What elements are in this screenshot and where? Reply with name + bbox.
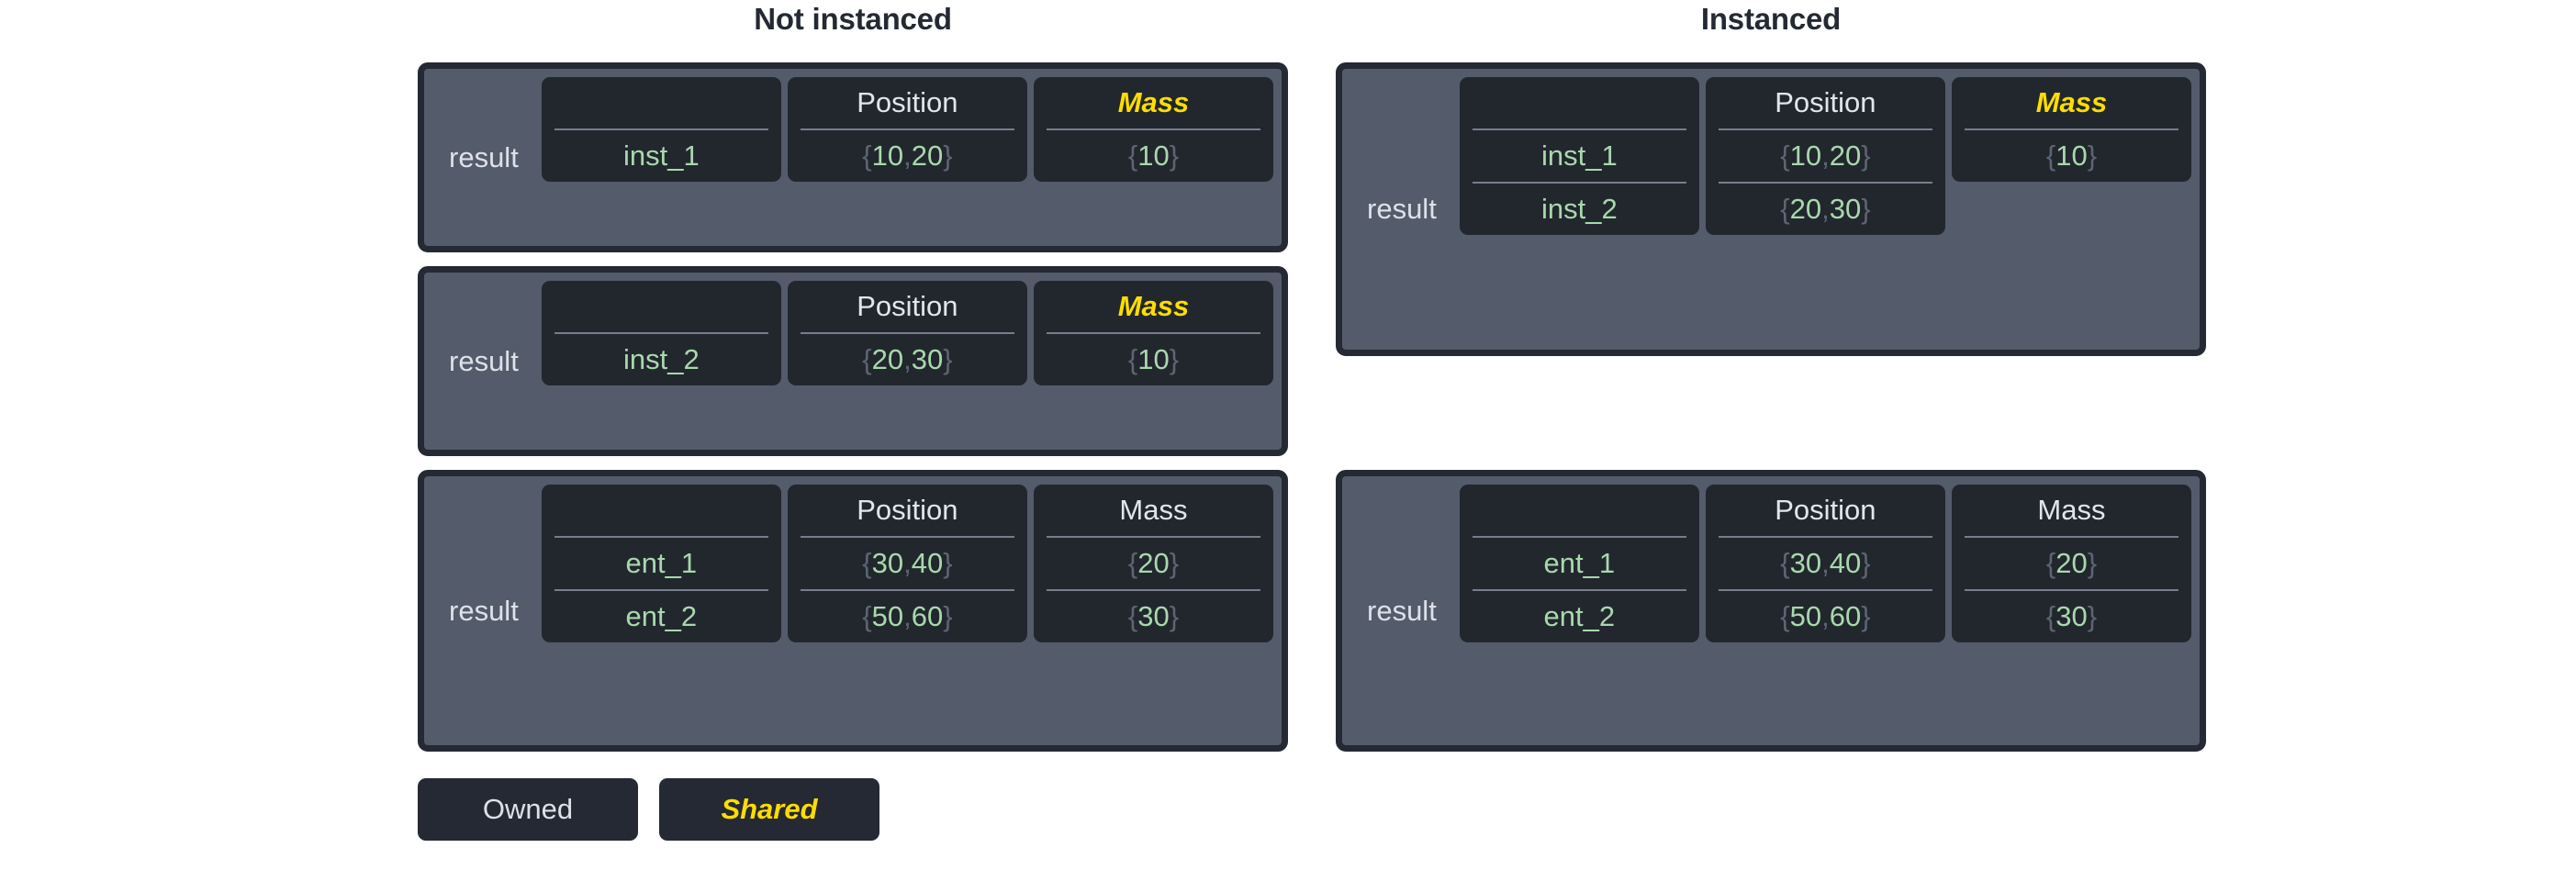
column-position: Position {10, 20}{20, 30} — [1705, 77, 1945, 235]
table-cell: ent_1 — [1472, 536, 1686, 589]
column-name: inst_2 — [541, 281, 781, 385]
table-cell: {20, 30} — [1718, 182, 1932, 235]
table-left-inst-2: result inst_2 Position {20, 30} Mass {10} — [418, 266, 1288, 456]
column-group: inst_1 Position {10, 20} Mass {10} — [541, 77, 1273, 238]
result-label: result — [449, 140, 519, 173]
column-header: Position — [1775, 86, 1876, 118]
result-label: result — [1367, 193, 1437, 225]
table-cell: {30, 40} — [800, 536, 1014, 589]
column-header — [1460, 485, 1699, 536]
column-header: Mass — [1117, 86, 1190, 118]
column-header — [542, 77, 781, 128]
table-cell: {30} — [1046, 589, 1260, 642]
table-cell: inst_1 — [1472, 128, 1686, 182]
column-header: Position — [857, 494, 958, 526]
column-header: Position — [857, 290, 958, 322]
table-cell: {50, 60} — [1718, 589, 1932, 642]
table-cell: {10, 20} — [800, 128, 1014, 182]
column-mass: Mass {10} — [1951, 77, 2191, 182]
result-label: result — [449, 594, 519, 627]
column-header: Position — [1775, 494, 1876, 526]
table-cell: {30, 40} — [1718, 536, 1932, 589]
column-mass: Mass {10} — [1033, 281, 1273, 385]
table-cell: ent_2 — [1472, 589, 1686, 642]
result-label: result — [449, 344, 519, 377]
column-name: inst_1 — [541, 77, 781, 182]
table-cell: {10} — [1046, 128, 1260, 182]
column-group: inst_2 Position {20, 30} Mass {10} — [541, 281, 1273, 441]
legend-owned: Owned — [418, 778, 638, 841]
table-cell: ent_1 — [554, 536, 768, 589]
table-cell: {10} — [1964, 128, 2178, 182]
table-cell: {20} — [1046, 536, 1260, 589]
panel-title-not-instanced: Not instanced — [754, 2, 952, 36]
table-cell: {50, 60} — [800, 589, 1014, 642]
column-position: Position {20, 30} — [787, 281, 1027, 385]
table-cell: {20, 30} — [800, 332, 1014, 385]
panel-title-instanced: Instanced — [1700, 2, 1842, 36]
table-cell: {30} — [1964, 589, 2178, 642]
column-header: Mass — [1117, 290, 1190, 322]
table-cell: ent_2 — [554, 589, 768, 642]
table-cell: {10, 20} — [1718, 128, 1932, 182]
column-header: Mass — [1119, 494, 1188, 526]
table-cell: {10} — [1046, 332, 1260, 385]
column-header — [542, 281, 781, 332]
table-left-inst-1: result inst_1 Position {10, 20} Mass {10} — [418, 62, 1288, 252]
table-cell: inst_2 — [554, 332, 768, 385]
column-header — [1460, 77, 1699, 128]
column-header: Mass — [2035, 86, 2108, 118]
column-mass: Mass {20}{30} — [1033, 485, 1273, 642]
column-position: Position {30, 40}{50, 60} — [1705, 485, 1945, 642]
column-position: Position {30, 40}{50, 60} — [787, 485, 1027, 642]
table-cell: inst_2 — [1472, 182, 1686, 235]
column-header: Position — [857, 86, 958, 118]
column-header: Mass — [2037, 494, 2106, 526]
column-header — [542, 485, 781, 536]
table-cell: inst_1 — [554, 128, 768, 182]
result-label: result — [1367, 594, 1437, 627]
column-mass: Mass {10} — [1033, 77, 1273, 182]
table-cell: {20} — [1964, 536, 2178, 589]
column-position: Position {10, 20} — [787, 77, 1027, 182]
column-mass: Mass {20}{30} — [1951, 485, 2191, 642]
legend-shared: Shared — [659, 778, 879, 841]
